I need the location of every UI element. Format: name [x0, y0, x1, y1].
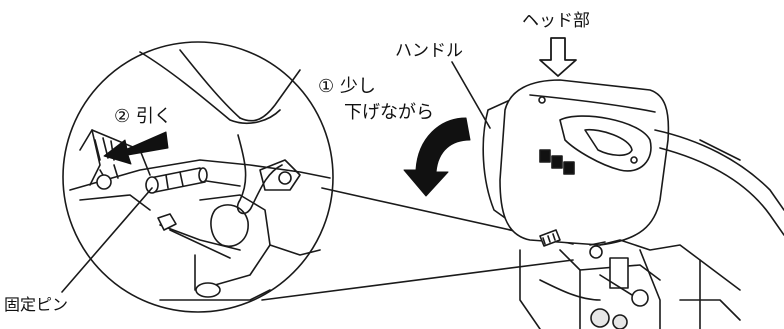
- step1-line1: ① 少し: [318, 76, 376, 97]
- pull-arrow-icon: [103, 131, 169, 165]
- machine-body: [482, 79, 784, 329]
- curved-arrow-icon: [403, 117, 471, 197]
- pin-label: 固定ピン: [4, 295, 69, 314]
- step1-line2: 下げながら: [344, 102, 434, 123]
- step2-label: ② 引く: [114, 106, 172, 127]
- fixing-pin: [145, 167, 208, 194]
- head-label: ヘッド部: [522, 11, 590, 31]
- handle-leader-line: [451, 61, 491, 129]
- zoom-line-bottom: [261, 259, 574, 301]
- down-arrow-icon: [539, 37, 577, 77]
- pin-leader-line: [61, 187, 153, 293]
- detail-circle: [62, 41, 334, 313]
- step1-label: ① 少し 下げながら: [318, 74, 434, 126]
- handle-label: ハンドル: [395, 41, 463, 61]
